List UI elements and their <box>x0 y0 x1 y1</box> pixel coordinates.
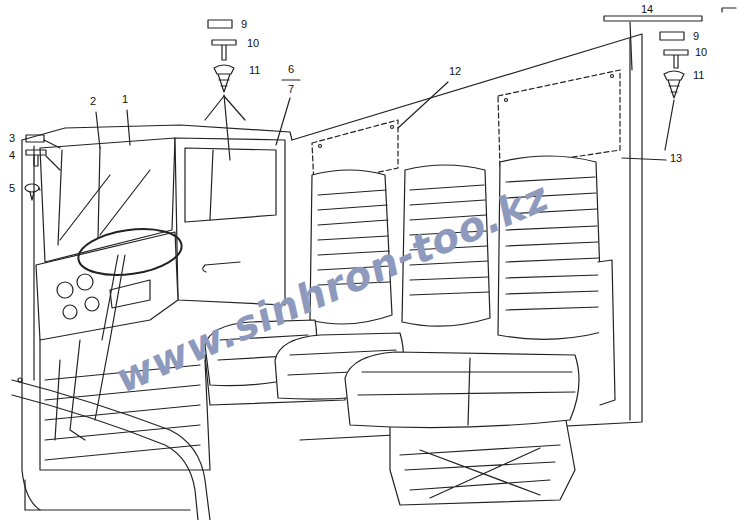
callout-number: 11 <box>692 70 705 81</box>
callout-number: 12 <box>448 66 462 77</box>
callout-number: 1 <box>121 94 129 105</box>
callout-number: 7 <box>287 84 295 95</box>
callout-number: 6 <box>287 64 295 75</box>
callout-number: 11 <box>248 65 261 76</box>
callout-number: 3 <box>8 133 16 144</box>
callout-number: 10 <box>694 47 708 58</box>
callout-number: 9 <box>240 19 248 30</box>
callout-number: 10 <box>246 38 260 49</box>
callout-number: 4 <box>8 150 16 161</box>
callout-number: 14 <box>640 4 654 15</box>
callout-number: 9 <box>692 31 700 42</box>
callout-number: 13 <box>669 153 683 164</box>
callout-number: 5 <box>8 183 16 194</box>
callout-number: 2 <box>89 96 97 107</box>
